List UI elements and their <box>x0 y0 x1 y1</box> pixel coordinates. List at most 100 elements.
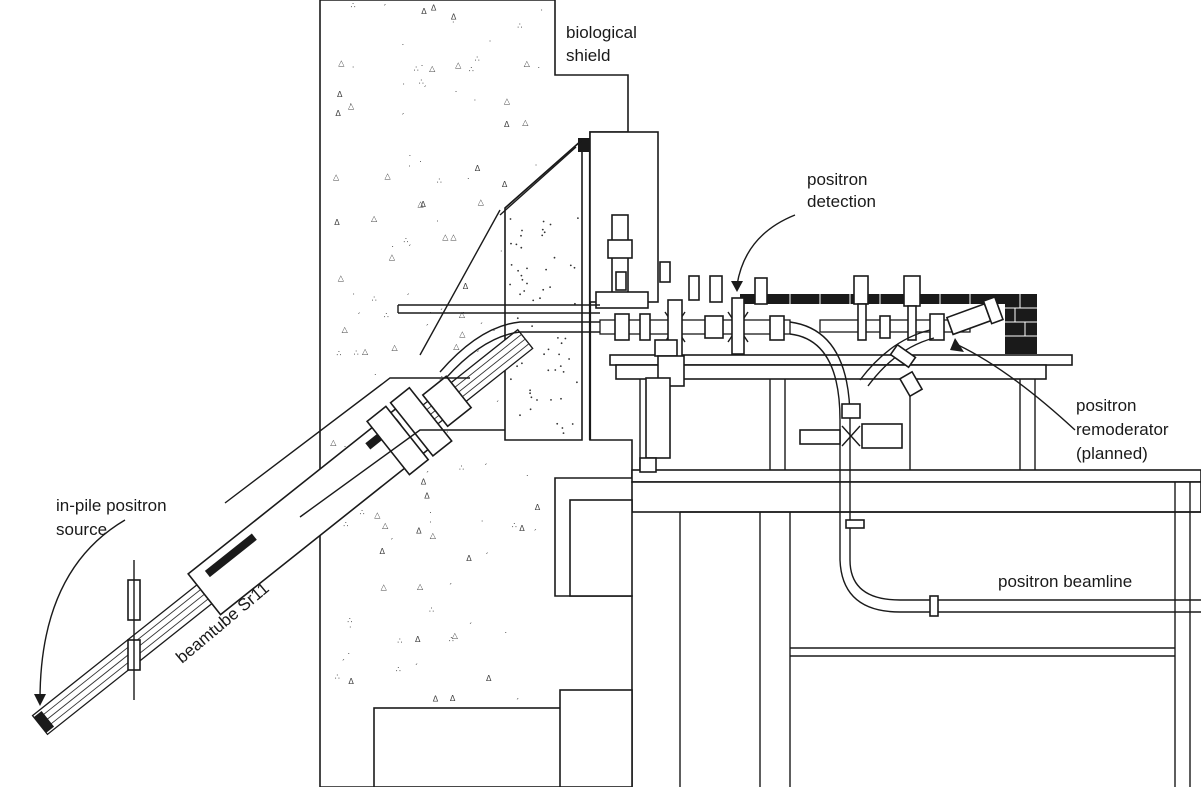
concrete-speck: △ <box>374 511 381 520</box>
concrete-speck: Δ <box>451 13 457 22</box>
concrete-speck: Δ <box>335 109 341 118</box>
concrete-speck: △ <box>522 118 529 127</box>
insert-speck <box>564 337 567 340</box>
insert-speck <box>526 282 528 285</box>
concrete-speck: ∴ <box>351 1 356 10</box>
concrete-speck: · <box>505 628 508 637</box>
concrete-speck: ∴ <box>347 616 352 625</box>
insert-speck <box>543 231 546 234</box>
concrete-speck: ∴ <box>475 55 480 64</box>
concrete-speck: ∴ <box>336 349 341 358</box>
insert-speck <box>529 389 531 392</box>
label-positron-remoderator-3: (planned) <box>1076 444 1148 463</box>
concrete-speck: ´ <box>533 528 537 538</box>
concrete-speck: ´ <box>407 243 411 253</box>
concrete-speck: Δ <box>466 554 472 563</box>
concrete-speck: · <box>526 471 529 480</box>
concrete-speck: △ <box>392 343 399 352</box>
concrete-speck: ∴ <box>429 606 434 615</box>
housing <box>589 131 659 309</box>
concrete-speck: Δ <box>486 674 492 683</box>
concrete-speck: ´ <box>414 662 418 672</box>
concrete-speck: ∴ <box>384 311 389 320</box>
concrete-speck: · <box>455 88 458 97</box>
concrete-speck: Δ <box>433 694 439 703</box>
concrete-speck: ´ <box>401 112 405 122</box>
insert-speck <box>569 264 572 267</box>
concrete-speck: △ <box>504 97 511 106</box>
concrete-speck: · <box>402 80 405 89</box>
insert-speck <box>509 218 512 220</box>
label-positron-remoderator: positron <box>1076 396 1136 415</box>
concrete-speck: · <box>540 6 543 15</box>
concrete-speck: · <box>535 161 538 170</box>
concrete-speck: △ <box>442 232 449 241</box>
concrete-speck: ´ <box>479 321 483 331</box>
label-biological-shield-2: shield <box>566 46 610 65</box>
concrete-speck: · <box>402 41 405 50</box>
concrete-speck: Δ <box>431 4 437 13</box>
concrete-speck: Δ <box>502 180 508 189</box>
concrete-speck: · <box>352 290 355 299</box>
insert-speck <box>558 353 560 356</box>
concrete-speck: △ <box>338 273 345 282</box>
insert-speck <box>543 353 545 356</box>
insert-speck <box>573 266 576 269</box>
concrete-speck: △ <box>429 64 436 73</box>
insert-speck <box>571 423 574 425</box>
label-positron-beamline: positron beamline <box>998 572 1132 591</box>
concrete-speck: ∴ <box>437 176 442 185</box>
concrete-speck: Δ <box>421 478 427 487</box>
concrete-speck: · <box>500 247 503 256</box>
insert-speck <box>560 342 563 345</box>
concrete-speck: ´ <box>425 322 429 332</box>
concrete-speck: △ <box>382 521 389 530</box>
concrete-speck: · <box>349 623 352 632</box>
concrete-speck: ∴ <box>469 65 474 74</box>
insert-speck <box>556 422 559 425</box>
concrete-speck: △ <box>338 58 345 67</box>
concrete-speck: · <box>391 243 394 252</box>
concrete-speck: ∴ <box>403 236 408 245</box>
concrete-speck: ∴ <box>414 64 419 73</box>
concrete-speck: ∴ <box>459 464 464 473</box>
insert-speck <box>520 274 523 277</box>
concrete-speck: · <box>409 152 412 161</box>
insert-speck <box>562 432 565 434</box>
insert-speck <box>520 246 523 249</box>
insert-speck <box>515 243 518 246</box>
concrete-speck: ´ <box>468 621 472 631</box>
concrete-speck: ∴ <box>397 636 402 645</box>
concrete-speck: · <box>421 61 424 70</box>
concrete-speck: △ <box>453 342 460 351</box>
concrete-speck: Δ <box>348 677 354 686</box>
concrete-speck: ´ <box>390 537 394 547</box>
insert-speck <box>550 399 552 401</box>
concrete-speck: Δ <box>380 547 386 556</box>
concrete-speck: · <box>419 157 422 166</box>
concrete-speck: △ <box>455 61 462 70</box>
concrete-speck: · <box>436 217 439 226</box>
insert-speck <box>539 297 541 300</box>
insert-speck <box>521 362 523 365</box>
label-in-pile-source: in-pile positron <box>56 496 167 515</box>
label-in-pile-source-2: source <box>56 520 107 539</box>
concrete-speck: ´ <box>476 349 480 359</box>
insert-speck <box>547 348 550 351</box>
concrete-speck: · <box>446 428 449 437</box>
concrete-speck: ´ <box>485 551 489 561</box>
concrete-speck: △ <box>450 232 457 241</box>
insert-speck <box>510 378 512 381</box>
concrete-speck: ´ <box>439 307 443 317</box>
concrete-speck: Δ <box>475 164 481 173</box>
pointer-arrows <box>34 214 1076 706</box>
concrete-speck: ´ <box>406 292 410 302</box>
concrete-speck: · <box>474 96 477 105</box>
label-positron-detection-2: detection <box>807 192 876 211</box>
insert-speck <box>517 269 519 272</box>
concrete-speck: · <box>429 518 432 527</box>
insert-speck <box>521 229 523 232</box>
concrete-speck: · <box>374 370 377 379</box>
concrete-speck: △ <box>389 253 396 262</box>
